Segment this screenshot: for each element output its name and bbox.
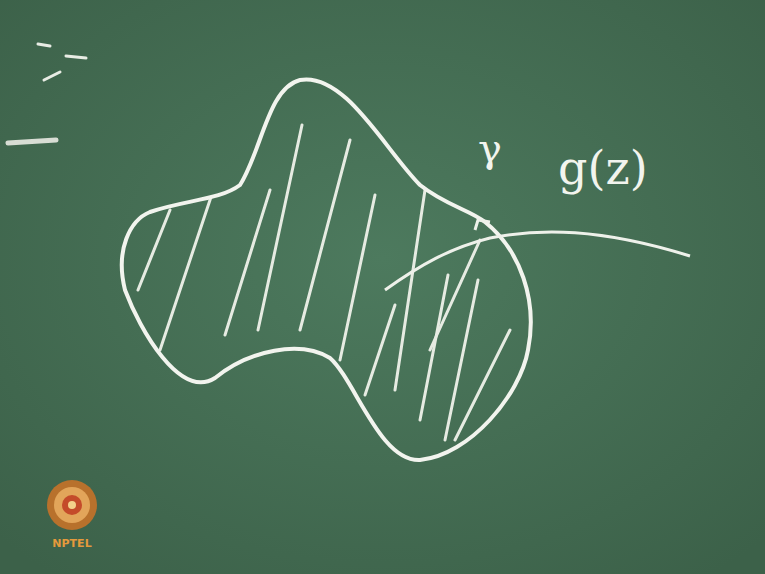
chalk-marks xyxy=(8,44,86,143)
nptel-logo xyxy=(47,480,97,530)
function-label: g(z) xyxy=(558,145,648,191)
region-outline xyxy=(122,79,531,460)
curve-label: γ xyxy=(478,128,502,168)
curve-tick xyxy=(475,220,490,230)
logo-text: NPTEL xyxy=(52,538,91,549)
curve xyxy=(385,232,690,290)
hatching xyxy=(138,125,510,440)
